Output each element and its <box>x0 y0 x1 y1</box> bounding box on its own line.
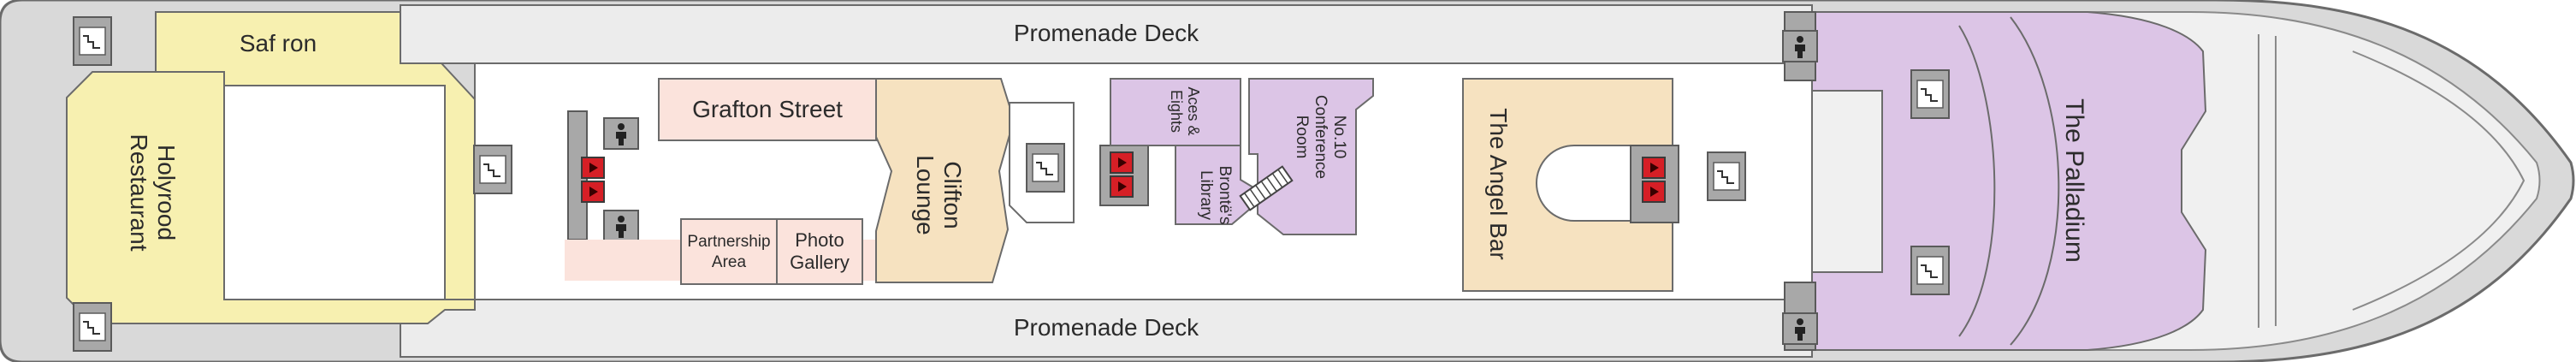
holyrood-label-line1: Holyrood <box>153 145 180 240</box>
brontes-label-line2: Library <box>1197 170 1215 221</box>
grafton-street[interactable] <box>658 78 877 141</box>
stairs-icon[interactable] <box>1026 143 1065 193</box>
partnership-label-line2: Area <box>712 253 747 271</box>
lift-icon[interactable] <box>581 157 605 179</box>
conference-room[interactable] <box>1248 78 1374 235</box>
promenade-deck-bottom-label: Promenade Deck <box>1014 314 1199 341</box>
promenade-deck-bottom <box>400 299 1813 358</box>
aces-label-line1: Aces & <box>1185 86 1202 135</box>
accessible-restroom-icon[interactable] <box>1782 312 1818 345</box>
spiral-stair <box>1239 165 1294 211</box>
promenade-deck-top <box>400 4 1813 64</box>
promenade-deck-top-label: Promenade Deck <box>1014 20 1199 46</box>
partnership-area[interactable] <box>680 218 778 285</box>
restroom-icon[interactable] <box>603 210 639 242</box>
photo-gallery[interactable] <box>776 218 863 285</box>
partnership-label-line1: Partnership <box>687 233 770 251</box>
brontes-label-line1: Brontë's <box>1216 165 1234 224</box>
stairs-icon[interactable] <box>1910 69 1950 119</box>
angel-bar-label: The Angel Bar <box>1485 108 1512 259</box>
holyrood-label-line2: Restaurant <box>126 134 152 252</box>
lift-icon[interactable] <box>1642 181 1666 203</box>
aces-eights[interactable] <box>1110 78 1241 146</box>
palladium-label: The Palladium <box>2060 98 2088 263</box>
stairs-icon[interactable] <box>473 145 512 194</box>
stairs-icon[interactable] <box>1707 151 1746 201</box>
restroom-icon[interactable] <box>1782 30 1818 62</box>
stairs-icon[interactable] <box>73 16 112 66</box>
clifton-label-line1: Clifton <box>939 161 966 228</box>
lift-icon[interactable] <box>1642 157 1666 179</box>
lift-icon[interactable] <box>1110 175 1134 198</box>
aces-label-line2: Eights <box>1168 90 1185 133</box>
lift-icon[interactable] <box>1110 151 1134 174</box>
conference-label-line3: Room <box>1293 116 1311 159</box>
conference-label-line2: Conference <box>1312 95 1329 179</box>
photo-label-line2: Gallery <box>790 252 850 273</box>
grafton-label: Grafton Street <box>692 96 843 122</box>
photo-label-line1: Photo <box>795 229 844 251</box>
stairs-icon[interactable] <box>1910 246 1950 295</box>
restroom-icon[interactable] <box>603 117 639 150</box>
clifton-label-line2: Lounge <box>912 155 939 234</box>
saffron-label: Saf ron <box>240 30 317 56</box>
conference-label-line1: No.10 <box>1330 116 1348 159</box>
stairs-icon[interactable] <box>73 302 112 352</box>
lift-icon[interactable] <box>581 181 605 203</box>
